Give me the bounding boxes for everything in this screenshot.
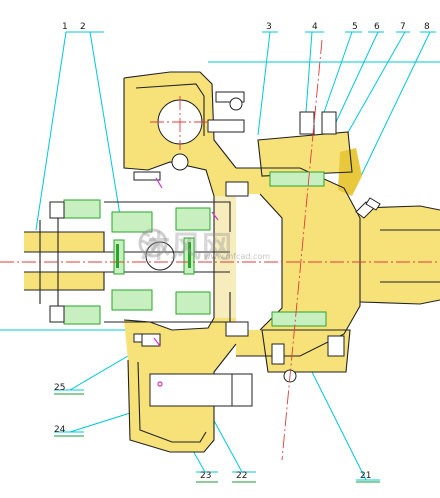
- label-underlines: [54, 393, 380, 483]
- callout-2: 2: [80, 22, 86, 32]
- callout-4: 4: [312, 22, 318, 32]
- callout-22: 22: [236, 471, 248, 481]
- callout-5: 5: [352, 22, 358, 32]
- callout-7: 7: [400, 22, 406, 32]
- center-lines: [0, 39, 440, 461]
- callout-3: 3: [266, 22, 272, 32]
- watermark-logo-icon: [138, 228, 168, 258]
- bolts: [49, 91, 345, 407]
- callout-6: 6: [374, 22, 380, 32]
- watermark-text: 沐风网: [140, 230, 233, 265]
- inner-marks: [116, 242, 191, 268]
- callout-21: 21: [360, 471, 372, 481]
- callout-25: 25: [54, 383, 66, 393]
- callout-1: 1: [62, 22, 68, 32]
- magenta-accents: [153, 177, 219, 387]
- grease-fitting: [355, 197, 381, 219]
- watermark-url: www.mfcad.com: [204, 252, 271, 261]
- callout-8: 8: [424, 22, 430, 32]
- callout-23: 23: [200, 471, 212, 481]
- callout-24: 24: [54, 425, 66, 435]
